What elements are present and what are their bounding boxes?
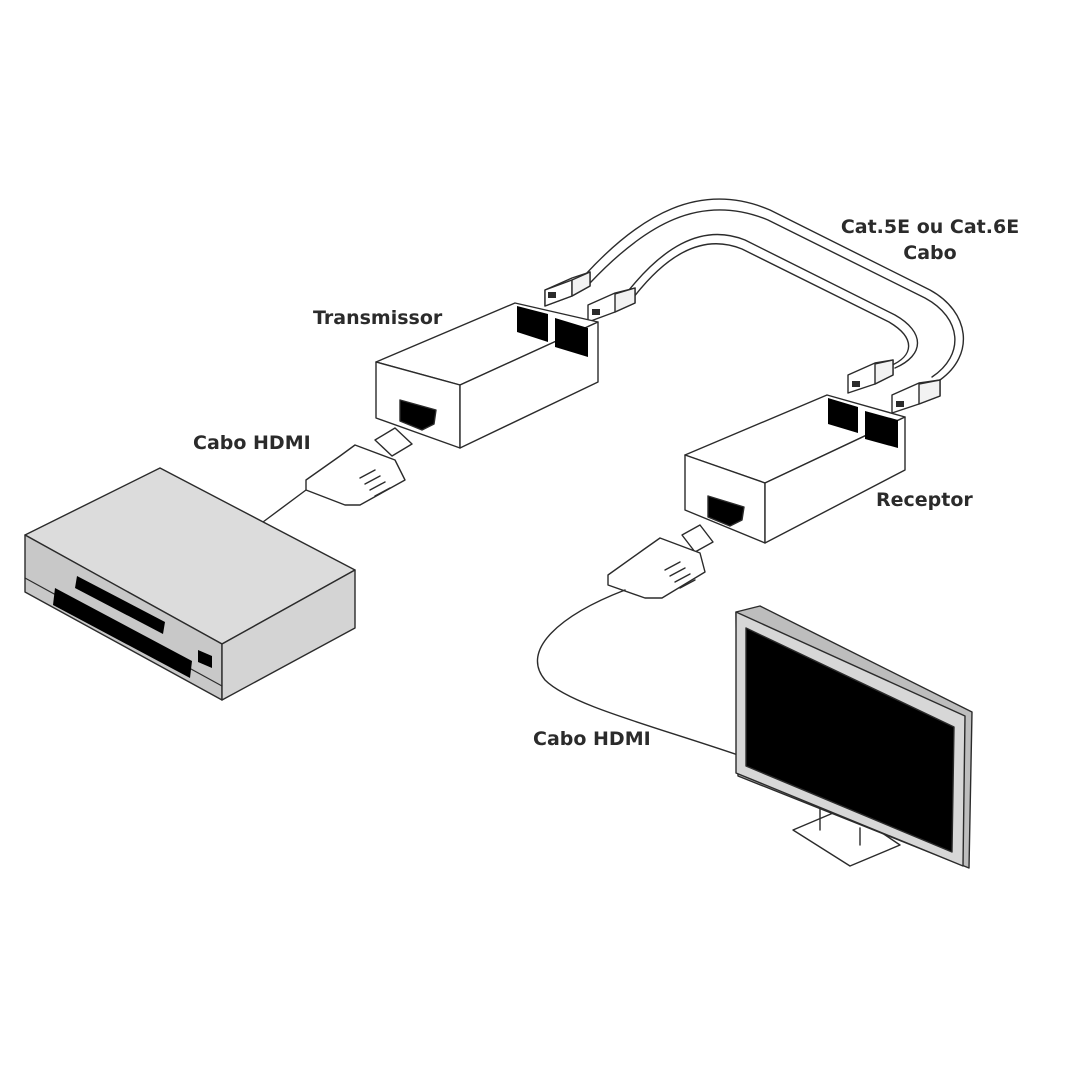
hdmi-cable-display-line bbox=[536, 589, 739, 756]
hdmi-cable-source-label: Cabo HDMI bbox=[193, 432, 311, 454]
rj45-plug-tx-2 bbox=[587, 287, 636, 323]
transmitter-box bbox=[375, 302, 599, 449]
hdmi-plug-transmitter bbox=[305, 427, 413, 506]
monitor bbox=[735, 605, 973, 869]
hdmi-plug-receiver bbox=[607, 524, 714, 599]
hdmi-cable-source-line bbox=[262, 489, 307, 523]
hdmi-cable-display-label: Cabo HDMI bbox=[533, 728, 651, 750]
rj45-plug-rx-1 bbox=[847, 359, 894, 394]
network-cable-outer bbox=[584, 198, 964, 381]
network-cable-label-line1: Cat.5E ou Cat.6E bbox=[840, 216, 1020, 238]
receiver-box bbox=[684, 394, 906, 544]
network-cable-inner bbox=[624, 233, 919, 369]
transmitter-label: Transmissor bbox=[313, 307, 443, 329]
rj45-plug-tx-1 bbox=[544, 271, 591, 307]
rj45-plug-rx-2 bbox=[891, 379, 941, 414]
source-device bbox=[24, 467, 356, 701]
network-cable-label-line2: Cabo bbox=[903, 242, 957, 264]
receiver-label: Receptor bbox=[876, 489, 973, 511]
network-cable-label: Cat.5E ou Cat.6E Cabo bbox=[830, 214, 1030, 266]
